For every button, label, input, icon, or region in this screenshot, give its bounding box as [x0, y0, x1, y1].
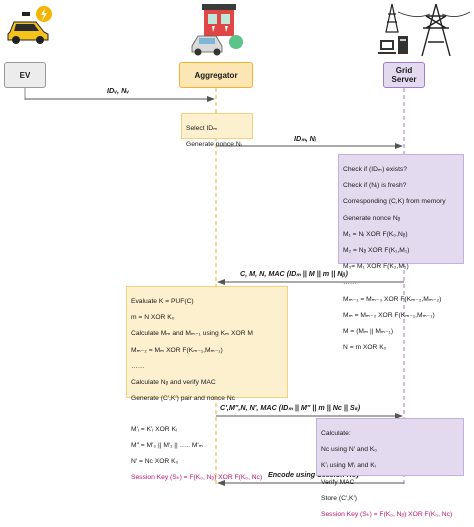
grid-verification-box: Check if (IDₘ) exists? Check if (Nᵢ) is …: [338, 154, 464, 351]
grid-verification-line-1: Check if (IDₘ) exists?: [343, 166, 407, 174]
grid-calculate-line-5: Store (C′,K′): [321, 494, 357, 502]
grid-calculate-line-2: Nᴄ using N′ and K₀: [321, 446, 378, 454]
message-4: C′,M″,N, N′, MAC (IDₘ || M″ || m || Nᴄ |…: [220, 403, 361, 412]
grid-session-key: Session Key (Sₖ) = F(K₀, Nᵦ) XOR F(K₀, N…: [321, 511, 453, 519]
aggregator-evaluate-line-3: Calculate Mₘ and Mₘ₋₁ using Kₘ XOR M: [131, 330, 253, 338]
aggregator-evaluate-line-7: Generate (C′,K′) pair and nonce Nᴄ: [131, 395, 235, 403]
aggregator-evaluate-line-8: [131, 411, 283, 417]
aggregator-evaluate-line-6: Calculate Nᵦ and verify MAC: [131, 379, 216, 387]
aggregator-evaluate-line-1: Evaluate K = PUF(C): [131, 298, 194, 306]
message-3: C, M, N, MAC (IDₘ || M || m || Nᵦ): [240, 269, 348, 278]
grid-verification-line-12: N = m XOR K₀: [343, 344, 387, 352]
grid-calculate-box: Calculate: Nᴄ using N′ and K₀ K′ᵢ using …: [316, 418, 464, 518]
aggregator-session-key: Session Key (Sₖ) = F(K₀, Nᵦ) XOR F(K₀, N…: [131, 474, 263, 482]
aggregator-evaluate-line-11: N′ = Nᴄ XOR K₀: [131, 457, 179, 465]
grid-verification-line-4: Generate nonce Nᵦ: [343, 214, 401, 222]
grid-verification-line-5: M₁ = Nᵢ XOR F(K₀,Nᵦ): [343, 230, 408, 238]
aggregator-evaluate-line-2: m = N XOR K₀: [131, 314, 175, 322]
grid-verification-line-7: M₃= M₁ XOR F(K₂,M₂): [343, 263, 409, 271]
grid-server-icon: [378, 3, 471, 57]
aggregator-select-line-2: Generate nonce Nᵢ: [186, 141, 242, 149]
message-5: Encode using Session Key: [268, 470, 360, 479]
aggregator-evaluate-line-9: M′ᵢ = K′ᵢ XOR Kᵢ: [131, 425, 177, 433]
actor-aggregator: Aggregator: [179, 62, 253, 88]
sequence-diagram: EV Aggregator Grid Server IDᵥ, Nᵥ IDₘ, N…: [4, 3, 471, 518]
grid-verification-line-11: M = (Mₘ || Mₘ₋₁): [343, 327, 394, 335]
taxi-icon: [7, 6, 52, 44]
grid-verification-line-3: Corresponding (C,K) from memory: [343, 198, 446, 206]
grid-verification-line-8: ……: [343, 279, 357, 287]
message-2: IDₘ, Nᵢ: [294, 134, 317, 143]
aggregator-evaluate-line-4: Mₘ₋₂ = Mₘ XOR F(Kₘ₋₁,Mₘ₋₁): [131, 346, 223, 354]
grid-calculate-line-3: K′ᵢ using M′ᵢ and Kᵢ: [321, 462, 376, 470]
grid-verification-line-10: Mₘ = Mₘ₋₂ XOR F(Kₘ₋₁,Mₘ₋₁): [343, 311, 435, 319]
grid-verification-line-6: M₂ = Nᵦ XOR F(K₁,M₁): [343, 247, 410, 255]
charging-station-icon: [191, 4, 243, 56]
aggregator-select-line-1: Select IDₘ: [186, 125, 218, 133]
grid-verification-line-9: Mₘ₋₁ = Mₘ₋₃ XOR F(Kₘ₋₂,Mₘ₋₂): [343, 295, 442, 303]
actor-ev: EV: [4, 62, 46, 88]
actor-grid-server: Grid Server: [383, 62, 425, 88]
message-1: IDᵥ, Nᵥ: [107, 86, 130, 95]
grid-calculate-line-4: Verify MAC: [321, 478, 355, 486]
grid-verification-line-2: Check if (Nᵢ) is fresh?: [343, 182, 407, 190]
grid-calculate-line-1: Calculate:: [321, 430, 351, 438]
aggregator-evaluate-box: Evaluate K = PUF(C) m = N XOR K₀ Calcula…: [126, 286, 288, 481]
aggregator-select-box: Select IDₘ Generate nonce Nᵢ: [181, 113, 253, 148]
aggregator-evaluate-line-10: M″ = M′₀ || M′₁ || ….. M′ₘ: [131, 441, 203, 449]
aggregator-evaluate-line-5: ……: [131, 362, 145, 370]
